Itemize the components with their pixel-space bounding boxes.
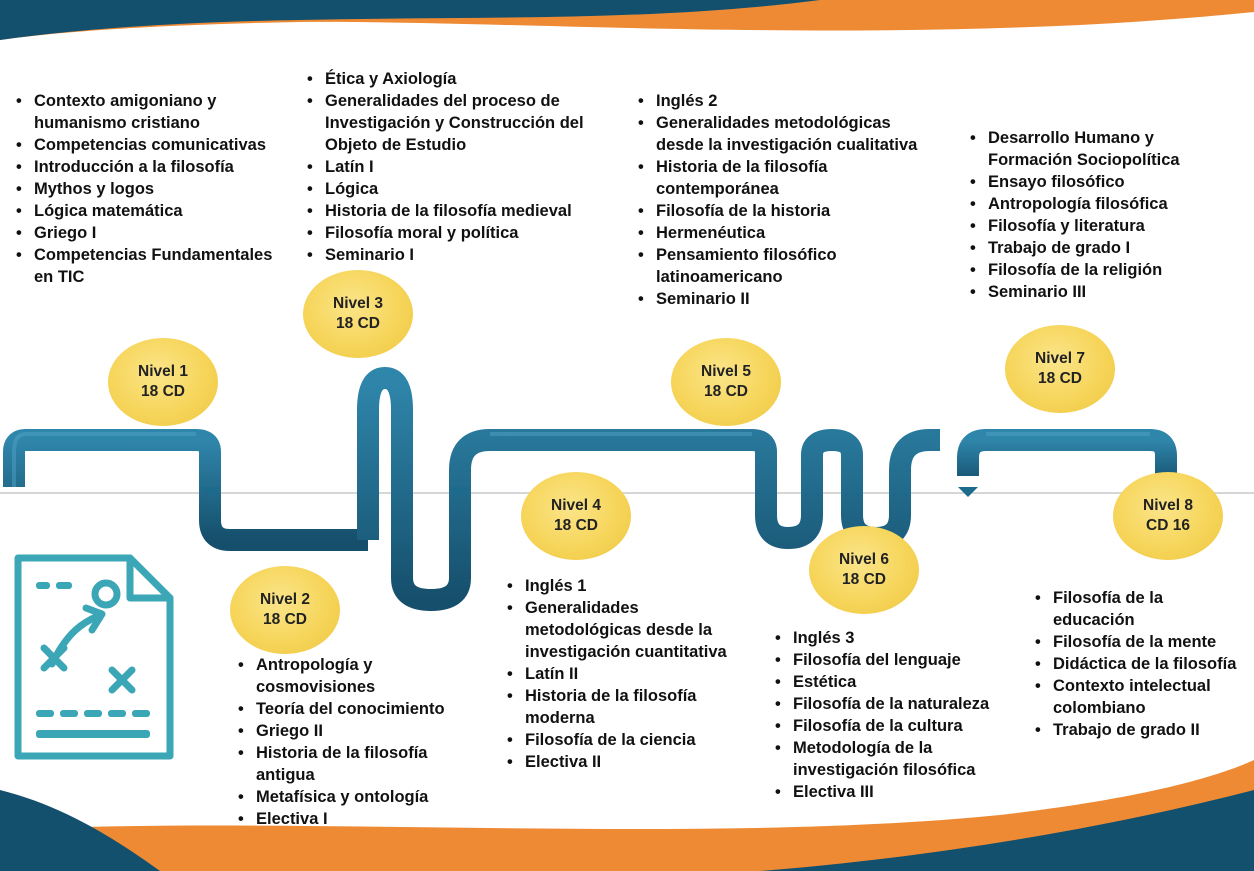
level-title: Nivel 7 (1035, 350, 1085, 367)
level-1-badge: Nivel 1 18 CD (108, 338, 218, 426)
course-item: Filosofía del lenguaje (773, 649, 1018, 671)
course-item: Didáctica de la filosofía (1033, 653, 1248, 675)
level-4-badge: Nivel 4 18 CD (521, 472, 631, 560)
course-item: Competencias Fundamentales en TIC (14, 244, 284, 288)
course-item: Inglés 3 (773, 627, 1018, 649)
level-8-badge: Nivel 8 CD 16 (1113, 472, 1223, 560)
level-credits: 18 CD (1038, 370, 1082, 387)
course-item: Metafísica y ontología (236, 786, 471, 808)
level-1-course-list: Contexto amigoniano y humanismo cristian… (14, 90, 284, 288)
level-2-badge: Nivel 2 18 CD (230, 566, 340, 654)
level-title: Nivel 1 (138, 363, 188, 380)
course-item: Teoría del conocimiento (236, 698, 471, 720)
course-item: Hermenéutica (636, 222, 931, 244)
course-item: Lógica (305, 178, 620, 200)
level-title: Nivel 8 (1143, 497, 1193, 514)
course-item: Electiva III (773, 781, 1018, 803)
course-item: Filosofía moral y política (305, 222, 620, 244)
course-item: Seminario I (305, 244, 620, 266)
level-title: Nivel 3 (333, 295, 383, 312)
level-6-course-list: Inglés 3 Filosofía del lenguaje Estética… (773, 627, 1018, 803)
level-credits: 18 CD (554, 517, 598, 534)
level-credits: CD 16 (1146, 517, 1190, 534)
course-item: Mythos y logos (14, 178, 284, 200)
course-item: Filosofía de la cultura (773, 715, 1018, 737)
course-item: Lógica matemática (14, 200, 284, 222)
course-item: Metodología de la investigación filosófi… (773, 737, 1018, 781)
level-4-course-list: Inglés 1 Generalidades metodológicas des… (505, 575, 735, 773)
level-3-badge: Nivel 3 18 CD (303, 270, 413, 358)
level-8-course-list: Filosofía de la educación Filosofía de l… (1033, 587, 1248, 741)
level-7-course-list: Desarrollo Humano y Formación Sociopolít… (968, 127, 1238, 303)
bottom-decoration-band (0, 760, 1254, 871)
level-credits: 18 CD (141, 383, 185, 400)
level-5-badge: Nivel 5 18 CD (671, 338, 781, 426)
course-item: Historia de la filosofía medieval (305, 200, 620, 222)
level-title: Nivel 6 (839, 551, 889, 568)
course-item: Seminario II (636, 288, 931, 310)
course-item: Filosofía de la historia (636, 200, 931, 222)
course-item: Desarrollo Humano y Formación Sociopolít… (968, 127, 1238, 171)
course-item: Electiva I (236, 808, 471, 830)
course-item: Ensayo filosófico (968, 171, 1238, 193)
level-title: Nivel 2 (260, 591, 310, 608)
course-item: Estética (773, 671, 1018, 693)
level-5-course-list: Inglés 2 Generalidades metodológicas des… (636, 90, 931, 310)
course-item: Contexto amigoniano y humanismo cristian… (14, 90, 284, 134)
course-item: Latín I (305, 156, 620, 178)
course-item: Antropología y cosmovisiones (236, 654, 471, 698)
pipe-ends (201, 487, 1176, 497)
level-3-course-list: Ética y Axiología Generalidades del proc… (305, 68, 620, 266)
level-credits: 18 CD (842, 571, 886, 588)
level-credits: 18 CD (263, 611, 307, 628)
course-item: Filosofía de la religión (968, 259, 1238, 281)
level-credits: 18 CD (336, 315, 380, 332)
course-item: Inglés 1 (505, 575, 735, 597)
course-item: Generalidades metodológicas desde la inv… (505, 597, 735, 663)
level-title: Nivel 5 (701, 363, 751, 380)
course-item: Filosofía y literatura (968, 215, 1238, 237)
course-item: Historia de la filosofía antigua (236, 742, 471, 786)
level-7-badge: Nivel 7 18 CD (1005, 325, 1115, 413)
course-item: Generalidades del proceso de Investigaci… (305, 90, 620, 156)
course-item: Trabajo de grado I (968, 237, 1238, 259)
course-item: Griego I (14, 222, 284, 244)
course-item: Pensamiento filosófico latinoamericano (636, 244, 931, 288)
course-item: Ética y Axiología (305, 68, 620, 90)
course-item: Filosofía de la mente (1033, 631, 1248, 653)
level-credits: 18 CD (704, 383, 748, 400)
course-item: Inglés 2 (636, 90, 931, 112)
level-title: Nivel 4 (551, 497, 601, 514)
course-item: Latín II (505, 663, 735, 685)
strategy-plan-icon (14, 554, 174, 760)
course-item: Generalidades metodológicas desde la inv… (636, 112, 931, 156)
level-6-badge: Nivel 6 18 CD (809, 526, 919, 614)
level-2-course-list: Antropología y cosmovisiones Teoría del … (236, 654, 471, 830)
course-item: Filosofía de la educación (1033, 587, 1248, 631)
course-item: Introducción a la filosofía (14, 156, 284, 178)
course-item: Competencias comunicativas (14, 134, 284, 156)
top-decoration-band (0, 0, 1254, 40)
course-item: Filosofía de la naturaleza (773, 693, 1018, 715)
course-item: Seminario III (968, 281, 1238, 303)
course-item: Historia de la filosofía moderna (505, 685, 735, 729)
course-item: Antropología filosófica (968, 193, 1238, 215)
pipe-highlight (12, 432, 1150, 487)
course-item: Contexto intelectual colombiano (1033, 675, 1248, 719)
course-item: Trabajo de grado II (1033, 719, 1248, 741)
course-item: Electiva II (505, 751, 735, 773)
course-item: Filosofía de la ciencia (505, 729, 735, 751)
course-item: Griego II (236, 720, 471, 742)
course-item: Historia de la filosofía contemporánea (636, 156, 931, 200)
